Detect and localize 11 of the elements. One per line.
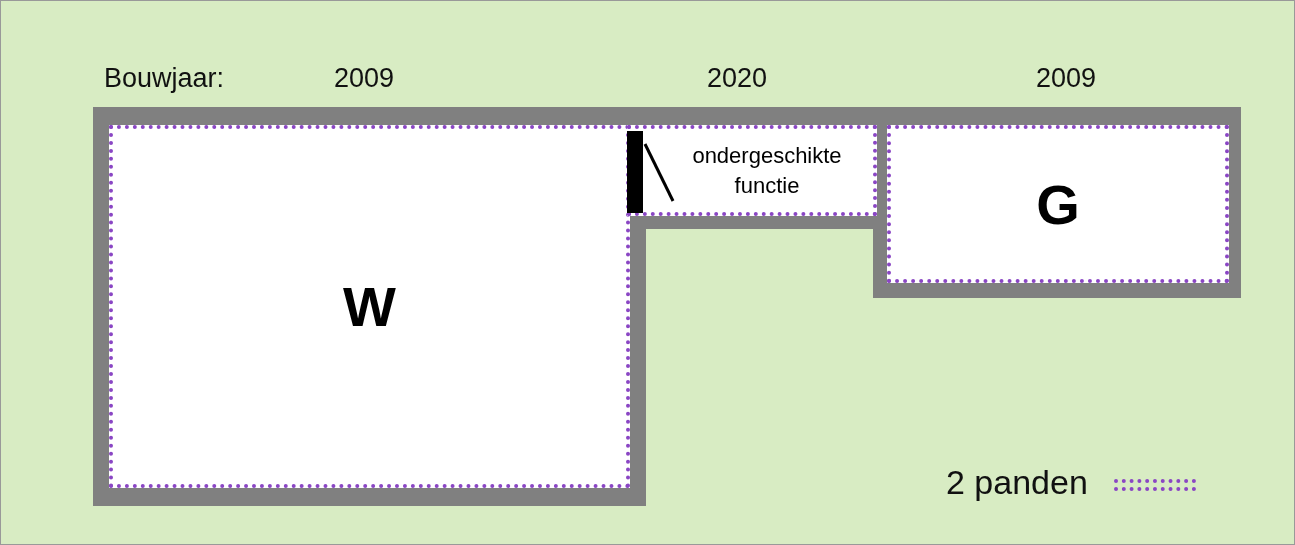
year-label: 2020 [707, 63, 768, 94]
year-label: 2009 [334, 63, 395, 94]
room [887, 125, 1229, 283]
caption-label: Bouwjaar: [104, 63, 225, 94]
room-label: ondergeschikte functie [691, 141, 843, 200]
room-letter: W [343, 274, 396, 339]
room [627, 125, 877, 216]
room [109, 125, 630, 488]
year-label: 2009 [1036, 63, 1097, 94]
room-letter: G [1036, 171, 1080, 237]
legend-label: 2 panden [946, 463, 1088, 502]
